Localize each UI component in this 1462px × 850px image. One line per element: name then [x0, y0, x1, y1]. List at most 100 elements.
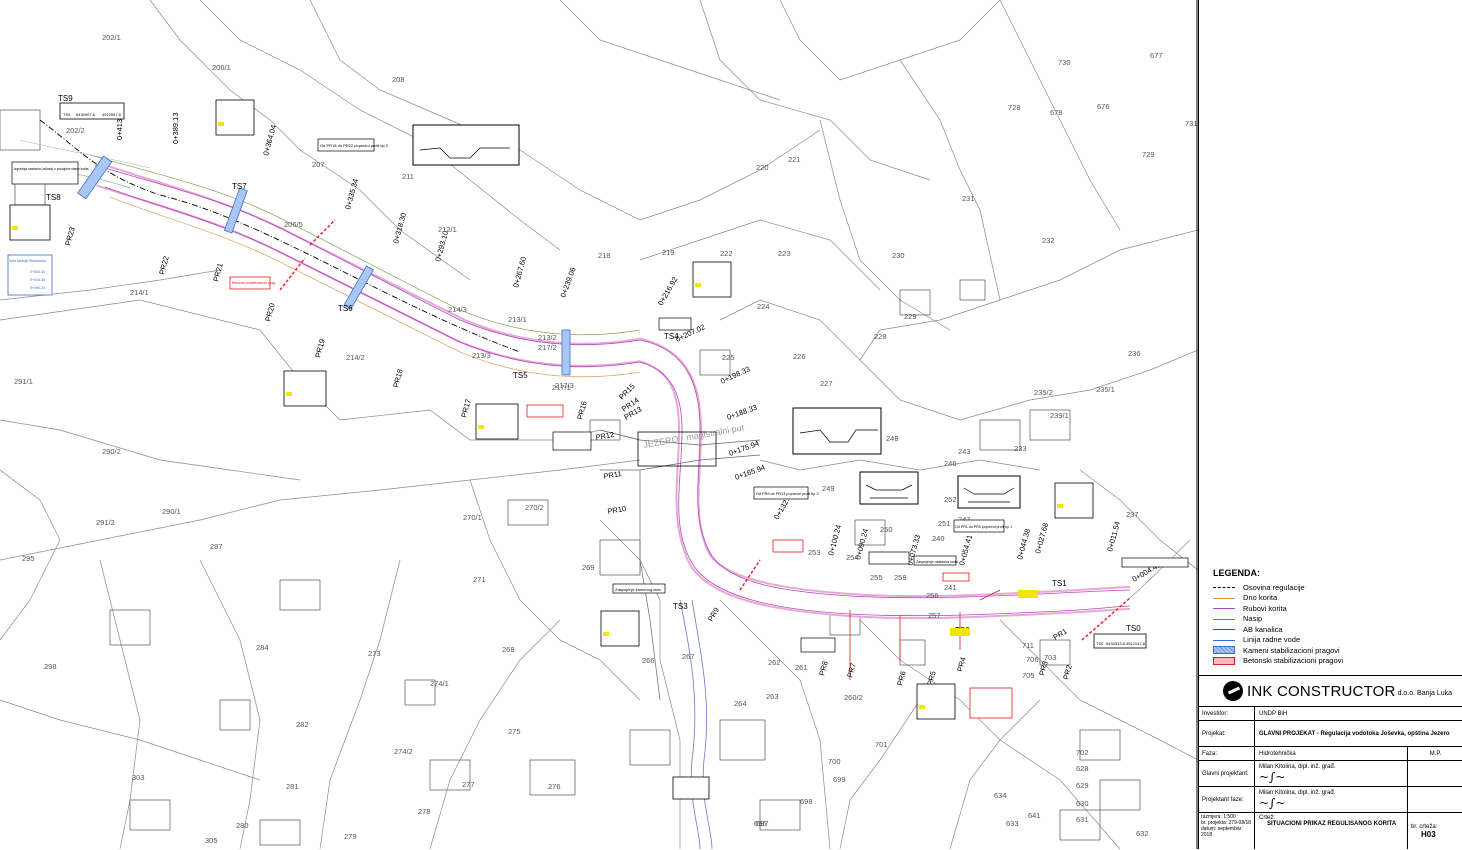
parcel-number: 253 — [808, 548, 821, 557]
razmjera-value: 1:500 — [1223, 814, 1236, 820]
parcel-number: 290/2 — [102, 447, 121, 456]
ts9-table-label: TS9 — [63, 112, 71, 117]
note-wall: Zaspojenje nastavka voda — [916, 560, 958, 564]
threshold-label: TS9 — [58, 94, 73, 103]
legend-label: Betonski stabilizacioni pragovi — [1243, 656, 1344, 666]
parcel-number: 214/3 — [448, 305, 467, 314]
parcel-number: 262 — [768, 658, 781, 667]
company-name: INK CONSTRUCTOR — [1247, 682, 1396, 700]
parcel-number: 213/2 — [538, 333, 557, 342]
legend-item: Nasip — [1213, 614, 1453, 625]
parcel-number: 240 — [932, 534, 945, 543]
parcel-number: 249 — [822, 484, 835, 493]
profile-label: PR23 — [63, 226, 77, 246]
parcel-number: 281 — [286, 782, 299, 791]
parcel-number: 268 — [502, 645, 515, 654]
profile-label: PR16 — [575, 400, 589, 420]
legend-item: AB kanalica — [1213, 624, 1453, 635]
parcel-number: 206/1 — [212, 63, 231, 72]
parcel-number: 699 — [833, 775, 846, 784]
parcel-number: 202/1 — [102, 33, 121, 42]
parcel-number: 212/1 — [438, 225, 457, 234]
profile-label: PR2 — [1061, 664, 1073, 680]
parcel-number: 255 — [870, 573, 883, 582]
station-label: 0+216.92 — [656, 275, 680, 307]
parcel-number: 241 — [944, 583, 957, 592]
parcel-number: 232 — [1042, 236, 1055, 245]
projektant-row: Projektant faze: Milan Kitolina, dipl. i… — [1199, 787, 1462, 813]
parcel-number: 280 — [236, 821, 249, 830]
parcel-number: 305 — [205, 836, 218, 845]
parcel-number: 213/3 — [472, 351, 491, 360]
parcel-number: 235/1 — [1096, 385, 1115, 394]
parcel-number: 677 — [1150, 51, 1163, 60]
concrete-thresholds — [279, 219, 1131, 641]
parcel-number: 236 — [1128, 349, 1141, 358]
glavni-row: Glavni projektant: Milan Kitolina, dipl.… — [1199, 761, 1462, 787]
parcel-number: 275 — [508, 727, 521, 736]
parcel-number: 628 — [1076, 764, 1089, 773]
parcel-number: 632 — [1136, 829, 1149, 838]
parcel-number: 287 — [210, 542, 223, 551]
parcel-number: 631 — [1076, 815, 1089, 824]
ts0-table-label: TS0 — [1096, 641, 1104, 646]
legend-item: Dno korita — [1213, 593, 1453, 604]
parcel-number: 725 — [0, 0, 13, 2]
legend-title: LEGENDA: — [1213, 568, 1260, 578]
parcel-number: 207 — [312, 160, 325, 169]
station-label: 0+011.54 — [1105, 520, 1122, 552]
parcel-number: 270/2 — [525, 503, 544, 512]
investitor-row: Investitor: UNDP BiH — [1199, 707, 1462, 721]
station-label: 0+335.34 — [343, 178, 360, 211]
investitor-value: UNDP BiH — [1259, 710, 1288, 717]
table-header-a: Kota lokacije — [9, 259, 28, 263]
parcel-number: 246 — [944, 459, 957, 468]
parcel-number: 706 — [1026, 655, 1039, 664]
station-label: 0+364.04 — [261, 124, 278, 157]
broj-label: br. projekta: — [1201, 820, 1228, 826]
parcel-number: 235/2 — [1034, 388, 1053, 397]
crtez-label: Crtež: — [1259, 815, 1276, 821]
parcel-number: 303 — [132, 773, 145, 782]
datum-value: septembar 2018 — [1201, 826, 1242, 838]
ts9-table-y: 4912557.8 — [102, 112, 122, 117]
company-logo-icon — [1223, 681, 1243, 701]
parcel-number: 220 — [756, 163, 769, 172]
parcel-number: 711 — [1022, 641, 1034, 650]
station-label: 0+239.06 — [558, 266, 577, 299]
parcel-number: 224 — [757, 302, 770, 311]
threshold-label: TS0 — [1126, 624, 1141, 633]
parcel-number: 284 — [256, 643, 269, 652]
profile-label: PR8 — [817, 660, 829, 676]
parcel-number: 291/1 — [14, 377, 33, 386]
legend-symbol — [1213, 646, 1235, 655]
parcel-number: 298 — [44, 662, 57, 671]
parcel-number: 728 — [1008, 103, 1021, 112]
parcel-number: 641 — [1028, 811, 1041, 820]
faza-row: Faza: Hidrotehnička M.P. — [1199, 747, 1462, 761]
parcel-number: 214/1 — [130, 288, 149, 297]
mp-label: M.P. — [1407, 747, 1462, 760]
glavni-label: Glavni projektant: — [1199, 761, 1255, 786]
legend-symbol — [1213, 615, 1235, 623]
parcel-number: 261 — [795, 663, 808, 672]
legend-label: Dno korita — [1243, 593, 1278, 603]
projektant-signature: ~∫~ — [1259, 795, 1286, 810]
table-header-b: Stacionaža — [29, 259, 46, 263]
threshold-label: TS1 — [1052, 579, 1067, 588]
parcel-number: 729 — [1142, 150, 1155, 159]
parcel-number: 727 — [0, 0, 13, 2]
profile-label: PR9 — [706, 606, 721, 623]
legend-label: Linija radne vode — [1243, 635, 1301, 645]
profile-label: PR5 — [925, 670, 937, 686]
parcel-number: 291/2 — [96, 518, 115, 527]
parcel-number: 257 — [928, 611, 941, 620]
parcel-number: 227 — [820, 379, 833, 388]
station-label: 0+044.38 — [1015, 528, 1032, 561]
profile-label: PR19 — [313, 338, 327, 358]
parcel-number: 239/1 — [1050, 411, 1069, 420]
station-label: 0+413.11 — [115, 109, 124, 140]
projekat-value: GLAVNI PROJEKAT - Regulacija vodotoka Jo… — [1259, 730, 1450, 737]
parcel-number: 290/1 — [162, 507, 181, 516]
legend-item: Linija radne vode — [1213, 635, 1453, 646]
